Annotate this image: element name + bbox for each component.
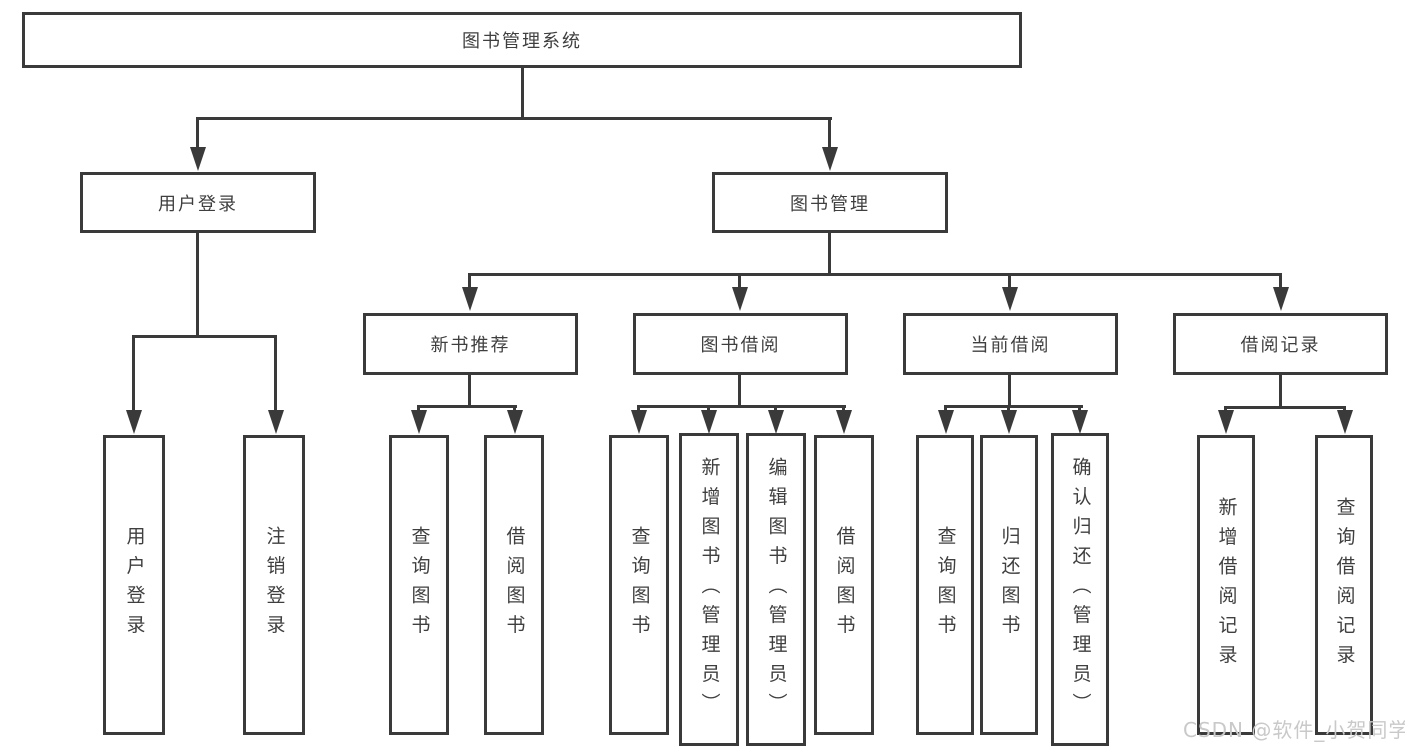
arrowhead-icon (1001, 410, 1017, 434)
connector-line (1279, 375, 1282, 409)
node-current-borrow: 当前借阅 (903, 313, 1118, 375)
arrowhead-icon (1072, 410, 1088, 434)
connector-line (1279, 273, 1282, 288)
connector-line (196, 117, 832, 120)
leaf-add-borrow-record: 新增借阅记录 (1197, 435, 1255, 735)
arrowhead-icon (822, 147, 838, 171)
node-book-management: 图书管理 (712, 172, 948, 233)
connector-line (132, 335, 135, 411)
connector-line (637, 405, 640, 411)
leaf-add-books-admin: 新增图书（管理员） (679, 433, 739, 746)
connector-line (513, 405, 516, 411)
connector-line (1007, 405, 1010, 411)
connector-line (944, 405, 947, 411)
connector-line (828, 233, 831, 276)
arrowhead-icon (701, 410, 717, 434)
node-user-login: 用户登录 (80, 172, 316, 233)
node-book-borrow: 图书借阅 (633, 313, 848, 375)
connector-line (774, 405, 777, 411)
arrowhead-icon (268, 410, 284, 434)
connector-line (521, 68, 524, 118)
arrowhead-icon (1218, 410, 1234, 434)
arrowhead-icon (190, 147, 206, 171)
leaf-query-borrow-record: 查询借阅记录 (1315, 435, 1373, 735)
connector-line (738, 375, 741, 408)
connector-line (738, 273, 741, 288)
connector-line (196, 233, 199, 338)
arrowhead-icon (411, 410, 427, 434)
connector-line (274, 335, 277, 411)
arrowhead-icon (507, 410, 523, 434)
connector-line (1224, 406, 1227, 411)
node-root: 图书管理系统 (22, 12, 1022, 68)
arrowhead-icon (126, 410, 142, 434)
connector-line (132, 335, 277, 338)
leaf-edit-books-admin: 编辑图书（管理员） (746, 433, 806, 746)
connector-line (468, 375, 471, 408)
connector-line (196, 118, 199, 148)
connector-line (944, 405, 1083, 408)
connector-line (828, 118, 831, 148)
leaf-query-books-borrow: 查询图书 (609, 435, 669, 735)
csdn-watermark: CSDN @软件_小贺同学 (1183, 718, 1405, 742)
connector-line (1008, 375, 1011, 408)
arrowhead-icon (836, 410, 852, 434)
connector-line (707, 405, 710, 411)
connector-line (842, 405, 845, 411)
node-borrow-record: 借阅记录 (1173, 313, 1388, 375)
arrowhead-icon (938, 410, 954, 434)
leaf-query-books-current: 查询图书 (916, 435, 974, 735)
leaf-borrow-books-recommend: 借阅图书 (484, 435, 544, 735)
arrowhead-icon (1002, 287, 1018, 311)
connector-line (417, 405, 420, 411)
connector-line (468, 273, 1282, 276)
connector-line (1008, 273, 1011, 288)
arrowhead-icon (732, 287, 748, 311)
arrowhead-icon (768, 410, 784, 434)
arrowhead-icon (1337, 410, 1353, 434)
connector-line (1343, 406, 1346, 411)
connector-line (1078, 405, 1081, 411)
connector-line (417, 405, 517, 408)
leaf-logout: 注销登录 (243, 435, 305, 735)
arrowhead-icon (462, 287, 478, 311)
leaf-borrow-books: 借阅图书 (814, 435, 874, 735)
leaf-confirm-return-admin: 确认归还（管理员） (1051, 433, 1109, 746)
arrowhead-icon (631, 410, 647, 434)
connector-line (468, 273, 471, 288)
leaf-return-books: 归还图书 (980, 435, 1038, 735)
leaf-query-books-recommend: 查询图书 (389, 435, 449, 735)
connector-line (637, 405, 846, 408)
leaf-user-login: 用户登录 (103, 435, 165, 735)
node-new-book-recommend: 新书推荐 (363, 313, 578, 375)
arrowhead-icon (1273, 287, 1289, 311)
connector-line (1224, 406, 1346, 409)
